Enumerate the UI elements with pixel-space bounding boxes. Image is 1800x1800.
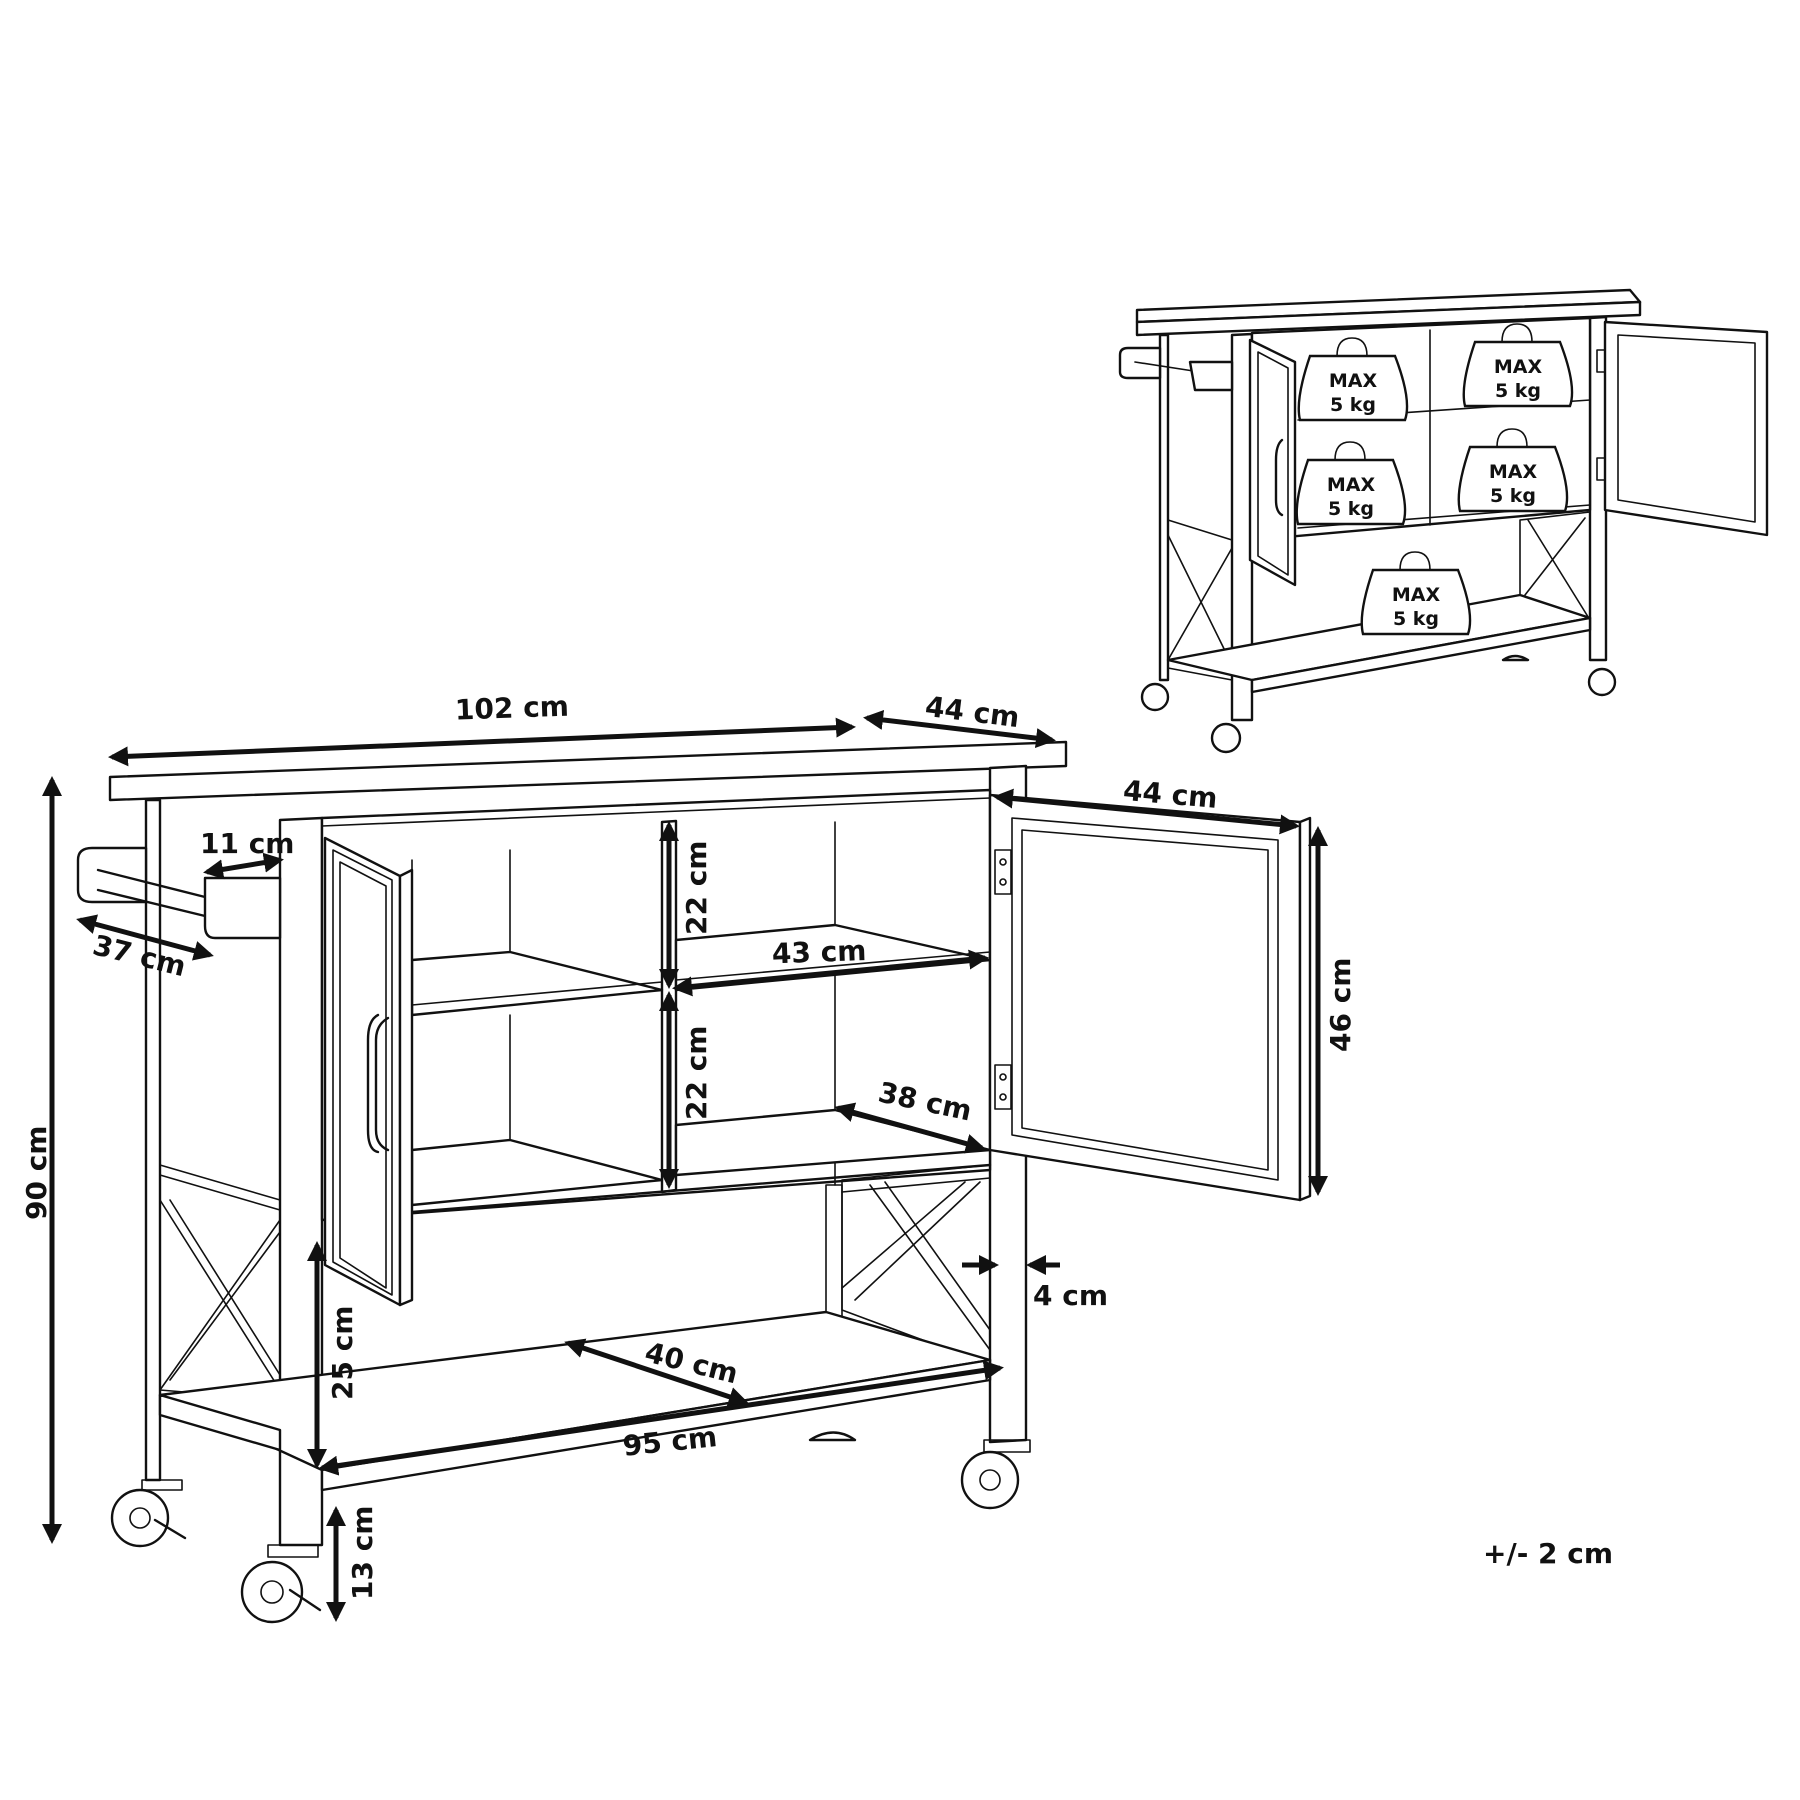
dim-line-38	[834, 1102, 986, 1154]
door-handle	[366, 1013, 380, 1154]
weight-label-kg: 5 kg	[1328, 498, 1374, 520]
weight-label-max: MAX	[1392, 584, 1441, 606]
label-43-cm: 43 cm	[771, 934, 867, 970]
label-90-cm: 90 cm	[20, 1126, 53, 1221]
dim-line-44-door	[993, 788, 1300, 835]
dim-line-44-top	[863, 709, 1056, 749]
weight-label-max: MAX	[1489, 461, 1538, 483]
weight-label-max: MAX	[1329, 370, 1378, 392]
towel-rail	[76, 846, 282, 940]
left-side-x-brace	[159, 1164, 281, 1401]
dim-line-11	[203, 852, 284, 880]
dim-line-102	[108, 717, 856, 767]
weight-icon-4: MAX 5 kg	[1457, 428, 1569, 513]
dim-line-95	[318, 1360, 1004, 1476]
weight-icon-2: MAX 5 kg	[1462, 323, 1574, 408]
tolerance-note: +/- 2 cm	[1483, 1537, 1613, 1570]
label-11-cm: 11 cm	[200, 827, 295, 860]
weight-icon-3: MAX 5 kg	[1295, 441, 1407, 526]
label-4-cm: 4 cm	[1033, 1279, 1108, 1312]
right-door	[988, 793, 1312, 1202]
left-door	[323, 836, 414, 1307]
dim-line-37	[76, 914, 214, 961]
back-right-leg	[825, 1184, 843, 1319]
door-hinge-bottom	[994, 1064, 1012, 1110]
dim-line-43	[672, 949, 989, 997]
label-22-cm-upper: 22 cm	[680, 841, 713, 936]
caster-back-right	[808, 1431, 857, 1442]
weight-label-kg: 5 kg	[1330, 394, 1376, 416]
cabinet-body	[320, 788, 992, 1226]
caster-front-left	[240, 1544, 322, 1624]
weight-icon-5: MAX 5 kg	[1360, 551, 1472, 636]
weight-label-max: MAX	[1494, 356, 1543, 378]
weight-label-kg: 5 kg	[1490, 485, 1536, 507]
label-13-cm: 13 cm	[346, 1506, 379, 1601]
label-25-cm: 25 cm	[326, 1306, 359, 1401]
weight-label-max: MAX	[1327, 474, 1376, 496]
caster-back-left	[110, 1479, 187, 1548]
label-22-cm-lower: 22 cm	[680, 1026, 713, 1121]
kitchen-cart-load-view	[1118, 288, 1769, 754]
weight-label-kg: 5 kg	[1393, 608, 1439, 630]
weight-label-kg: 5 kg	[1495, 380, 1541, 402]
caster-front-right	[960, 1439, 1031, 1510]
label-102-cm: 102 cm	[454, 690, 569, 727]
label-44-cm-door: 44 cm	[1122, 774, 1219, 815]
dimension-lines	[42, 709, 1328, 1622]
label-46-cm: 46 cm	[1324, 958, 1357, 1053]
weight-icon-1: MAX 5 kg	[1297, 337, 1409, 422]
door-hinge-top	[994, 849, 1012, 895]
